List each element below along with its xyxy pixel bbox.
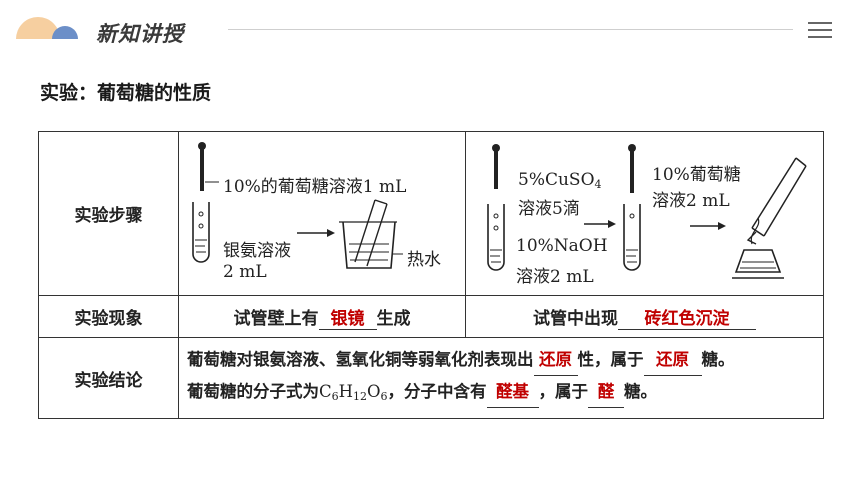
table-row: 实验步骤 bbox=[38, 131, 824, 296]
header-title: 新知讲授 bbox=[96, 22, 184, 46]
answer-blank: 还原 bbox=[643, 344, 702, 376]
conclusion-line-2: 葡萄糖的分子式为C6H12O6，分子中含有醛基，属于醛糖。 bbox=[187, 376, 815, 412]
phenomenon-precipitate: 试管中出现砖红色沉淀 bbox=[465, 295, 824, 338]
answer-blank: 醛基 bbox=[486, 376, 539, 408]
naoh-label: 10%NaOH bbox=[516, 236, 608, 256]
row-label-conclusion: 实验结论 bbox=[38, 337, 179, 419]
cuso4-label: 5%CuSO4 bbox=[518, 170, 602, 191]
sun-cloud-logo-icon bbox=[16, 17, 78, 39]
table-row: 实验结论 葡萄糖对银氨溶液、氢氧化铜等弱氧化剂表现出还原性，属于还原糖。 葡萄糖… bbox=[38, 337, 824, 419]
answer-blank: 银镜 bbox=[318, 304, 377, 330]
silver-mirror-apparatus-diagram bbox=[192, 142, 403, 269]
phenomenon-silver-mirror: 试管壁上有银镜生成 bbox=[178, 295, 466, 338]
header-divider bbox=[228, 29, 793, 30]
answer-blank: 还原 bbox=[533, 344, 578, 376]
silver-ammonia-label: 银氨溶液 bbox=[223, 241, 291, 261]
hamburger-menu-icon[interactable] bbox=[808, 22, 832, 40]
header: 新知讲授 bbox=[0, 0, 860, 62]
steps-copper-hydroxide-cell: 5%CuSO4 溶液5滴 10%NaOH 溶液2 mL 10%葡萄糖 溶液2 m… bbox=[465, 131, 824, 296]
conclusion-line-1: 葡萄糖对银氨溶液、氢氧化铜等弱氧化剂表现出还原性，属于还原糖。 bbox=[187, 344, 815, 376]
glucose-reagent-label: 10%的葡萄糖溶液1 mL bbox=[223, 177, 407, 197]
section-title: 实验：葡萄糖的性质 bbox=[40, 82, 212, 104]
answer-blank: 砖红色沉淀 bbox=[618, 304, 756, 330]
steps-silver-mirror-cell: 10%的葡萄糖溶液1 mL 银氨溶液 2 mL 热水 bbox=[178, 131, 466, 296]
cuso4-drops-label: 溶液5滴 bbox=[518, 199, 580, 219]
table-row: 实验现象 试管壁上有银镜生成 试管中出现砖红色沉淀 bbox=[38, 295, 824, 338]
row-label-steps: 实验步骤 bbox=[38, 131, 179, 296]
naoh-volume-label: 溶液2 mL bbox=[516, 267, 594, 287]
glucose-10-volume-label: 溶液2 mL bbox=[652, 191, 730, 211]
glucose-10-label: 10%葡萄糖 bbox=[652, 165, 741, 185]
hot-water-label: 热水 bbox=[407, 250, 441, 270]
row-label-phenomena: 实验现象 bbox=[38, 295, 179, 338]
silver-ammonia-volume-label: 2 mL bbox=[223, 262, 267, 282]
conclusion-cell: 葡萄糖对银氨溶液、氢氧化铜等弱氧化剂表现出还原性，属于还原糖。 葡萄糖的分子式为… bbox=[178, 337, 824, 419]
answer-blank: 醛 bbox=[588, 376, 625, 408]
copper-hydroxide-apparatus-diagram bbox=[487, 144, 807, 279]
experiment-table: 实验步骤 bbox=[38, 131, 824, 419]
